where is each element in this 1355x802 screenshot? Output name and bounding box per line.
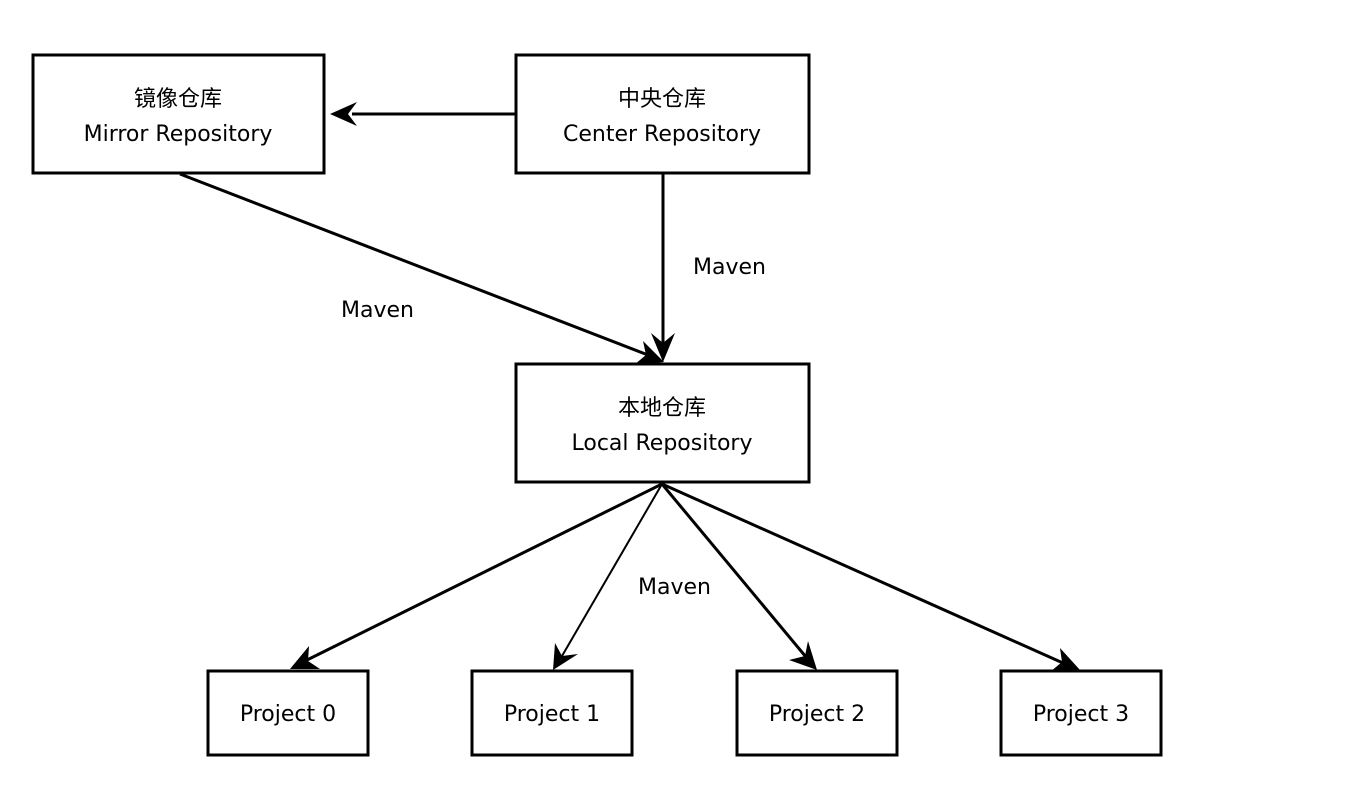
node-project-3: Project 3 bbox=[999, 669, 1163, 757]
arrowhead-local-to-project2 bbox=[789, 641, 817, 670]
node-project-1: Project 1 bbox=[470, 669, 634, 757]
node-project-0: Project 0 bbox=[206, 669, 370, 757]
node-project-3-label: Project 3 bbox=[1033, 702, 1129, 727]
edge-label-mirror-to-local: Maven bbox=[341, 298, 414, 323]
node-center-repository: 中央仓库 Center Repository bbox=[514, 53, 811, 175]
edge-local-to-project3 bbox=[661, 482, 1064, 665]
node-project-2: Project 2 bbox=[735, 669, 899, 757]
node-mirror-title-cn: 镜像仓库 bbox=[134, 87, 222, 112]
arrowhead-center-to-local bbox=[651, 333, 675, 362]
node-project-2-label: Project 2 bbox=[769, 702, 865, 727]
node-local-repository: 本地仓库 Local Repository bbox=[514, 362, 811, 484]
arrowhead-local-to-project1 bbox=[553, 643, 578, 670]
edge-local-to-project2 bbox=[660, 483, 808, 658]
node-center-title-en: Center Repository bbox=[563, 122, 761, 147]
node-center-title-cn: 中央仓库 bbox=[618, 87, 706, 112]
edge-local-to-project1 bbox=[561, 483, 663, 657]
arrowhead-local-to-project0 bbox=[290, 646, 320, 669]
node-mirror-repository: 镜像仓库 Mirror Repository bbox=[31, 53, 326, 175]
arrowhead-center-to-mirror bbox=[330, 102, 357, 126]
node-local-title-cn: 本地仓库 bbox=[618, 396, 706, 421]
arrowhead-mirror-to-local bbox=[634, 341, 664, 365]
node-mirror-title-en: Mirror Repository bbox=[84, 122, 273, 147]
node-project-0-label: Project 0 bbox=[240, 702, 336, 727]
arrowhead-local-to-project3 bbox=[1050, 648, 1080, 672]
node-project-1-label: Project 1 bbox=[504, 702, 600, 727]
edge-label-local-to-projects: Maven bbox=[638, 575, 711, 600]
node-local-title-en: Local Repository bbox=[572, 431, 753, 456]
edge-local-to-project0 bbox=[306, 482, 663, 662]
edge-label-center-to-local: Maven bbox=[693, 255, 766, 280]
edge-mirror-to-local bbox=[179, 172, 649, 357]
